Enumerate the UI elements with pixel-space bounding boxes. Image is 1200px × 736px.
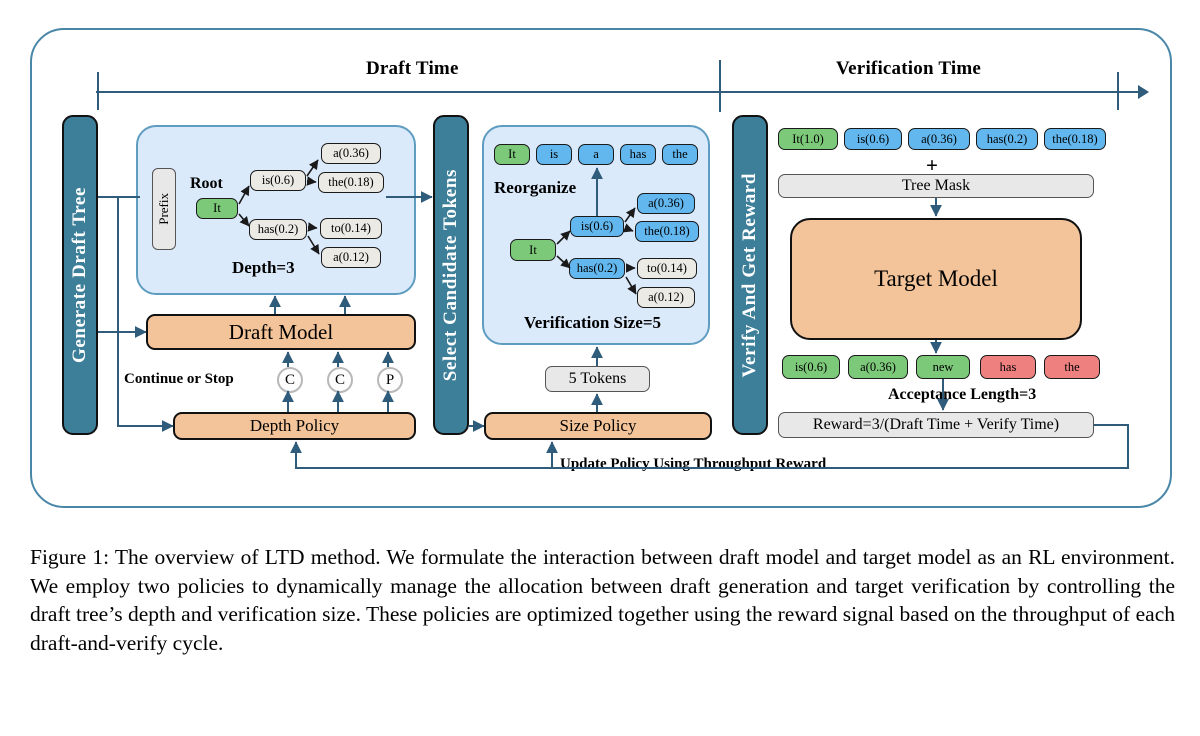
verify-input-token-0: It(1.0) <box>778 128 838 150</box>
verify-input-token-2: a(0.36) <box>908 128 970 150</box>
tokens-count-box: 5 Tokens <box>545 366 650 392</box>
root-label: Root <box>190 175 223 192</box>
draft-model-box: Draft Model <box>146 314 416 350</box>
reorg-node-is: is(0.6) <box>570 216 624 237</box>
verification-time-label: Verification Time <box>836 58 982 79</box>
continue-or-stop-label: Continue or Stop <box>124 371 234 387</box>
candidate-token-3: has <box>620 144 656 165</box>
draft-node-is: is(0.6) <box>250 170 306 191</box>
draft-node-root: It <box>196 198 238 219</box>
timeline-tick-end <box>1117 72 1119 110</box>
verify-output-token-1: a(0.36) <box>848 355 908 379</box>
verify-input-token-4: the(0.18) <box>1044 128 1106 150</box>
update-policy-label: Update Policy Using Throughput Reward <box>560 456 827 472</box>
draft-time-label: Draft Time <box>366 58 459 79</box>
tree-mask-box: Tree Mask <box>778 174 1094 198</box>
stage-bar-generate-draft-tree: Generate Draft Tree <box>62 115 98 435</box>
reorg-node-a12: a(0.12) <box>637 287 695 308</box>
decision-circle-2: P <box>377 367 403 393</box>
draft-node-to14: to(0.14) <box>320 218 382 239</box>
reorg-node-the18: the(0.18) <box>635 221 699 242</box>
reorganize-label: Reorganize <box>494 178 577 197</box>
verification-size-label: Verification Size=5 <box>524 313 662 332</box>
size-policy-box: Size Policy <box>484 412 712 440</box>
candidate-token-2: a <box>578 144 614 165</box>
stage-label-select-candidate-tokens: Select Candidate Tokens <box>440 168 461 382</box>
reorg-node-has: has(0.2) <box>569 258 625 279</box>
verify-input-token-3: has(0.2) <box>976 128 1038 150</box>
candidate-token-1: is <box>536 144 572 165</box>
draft-node-has: has(0.2) <box>249 219 307 240</box>
acceptance-length-label: Acceptance Length=3 <box>888 386 1037 403</box>
stage-label-generate-draft-tree: Generate Draft Tree <box>69 187 90 363</box>
reward-formula-box: Reward=3/(Draft Time + Verify Time) <box>778 412 1094 438</box>
timeline-axis <box>96 91 1143 93</box>
reorg-node-to14: to(0.14) <box>637 258 697 279</box>
draft-node-a12: a(0.12) <box>321 247 381 268</box>
depth-policy-box: Depth Policy <box>173 412 416 440</box>
stage-label-verify-and-get-reward: Verify And Get Reward <box>739 172 760 378</box>
draft-node-the18: the(0.18) <box>318 172 384 193</box>
depth-label: Depth=3 <box>232 258 295 277</box>
timeline-arrowhead <box>1138 85 1149 99</box>
prefix-box: Prefix <box>152 168 176 250</box>
plus-sign: + <box>926 153 938 177</box>
candidate-token-0: It <box>494 144 530 165</box>
target-model-box: Target Model <box>790 218 1082 340</box>
verify-input-token-1: is(0.6) <box>844 128 902 150</box>
decision-circle-1: C <box>327 367 353 393</box>
reorg-node-a36: a(0.36) <box>637 193 695 214</box>
figure-caption: Figure 1: The overview of LTD method. We… <box>30 545 1175 655</box>
draft-node-a36: a(0.36) <box>321 143 381 164</box>
verify-output-token-2: new <box>916 355 970 379</box>
prefix-label: Prefix <box>156 193 171 225</box>
verify-output-token-4: the <box>1044 355 1100 379</box>
stage-bar-select-candidate-tokens: Select Candidate Tokens <box>433 115 469 435</box>
verify-output-token-3: has <box>980 355 1036 379</box>
reorg-node-root: It <box>510 239 556 261</box>
timeline-tick-middle <box>719 60 721 112</box>
timeline-tick-start <box>97 72 99 110</box>
decision-circle-0: C <box>277 367 303 393</box>
candidate-token-4: the <box>662 144 698 165</box>
verify-output-token-0: is(0.6) <box>782 355 840 379</box>
stage-bar-verify-and-get-reward: Verify And Get Reward <box>732 115 768 435</box>
